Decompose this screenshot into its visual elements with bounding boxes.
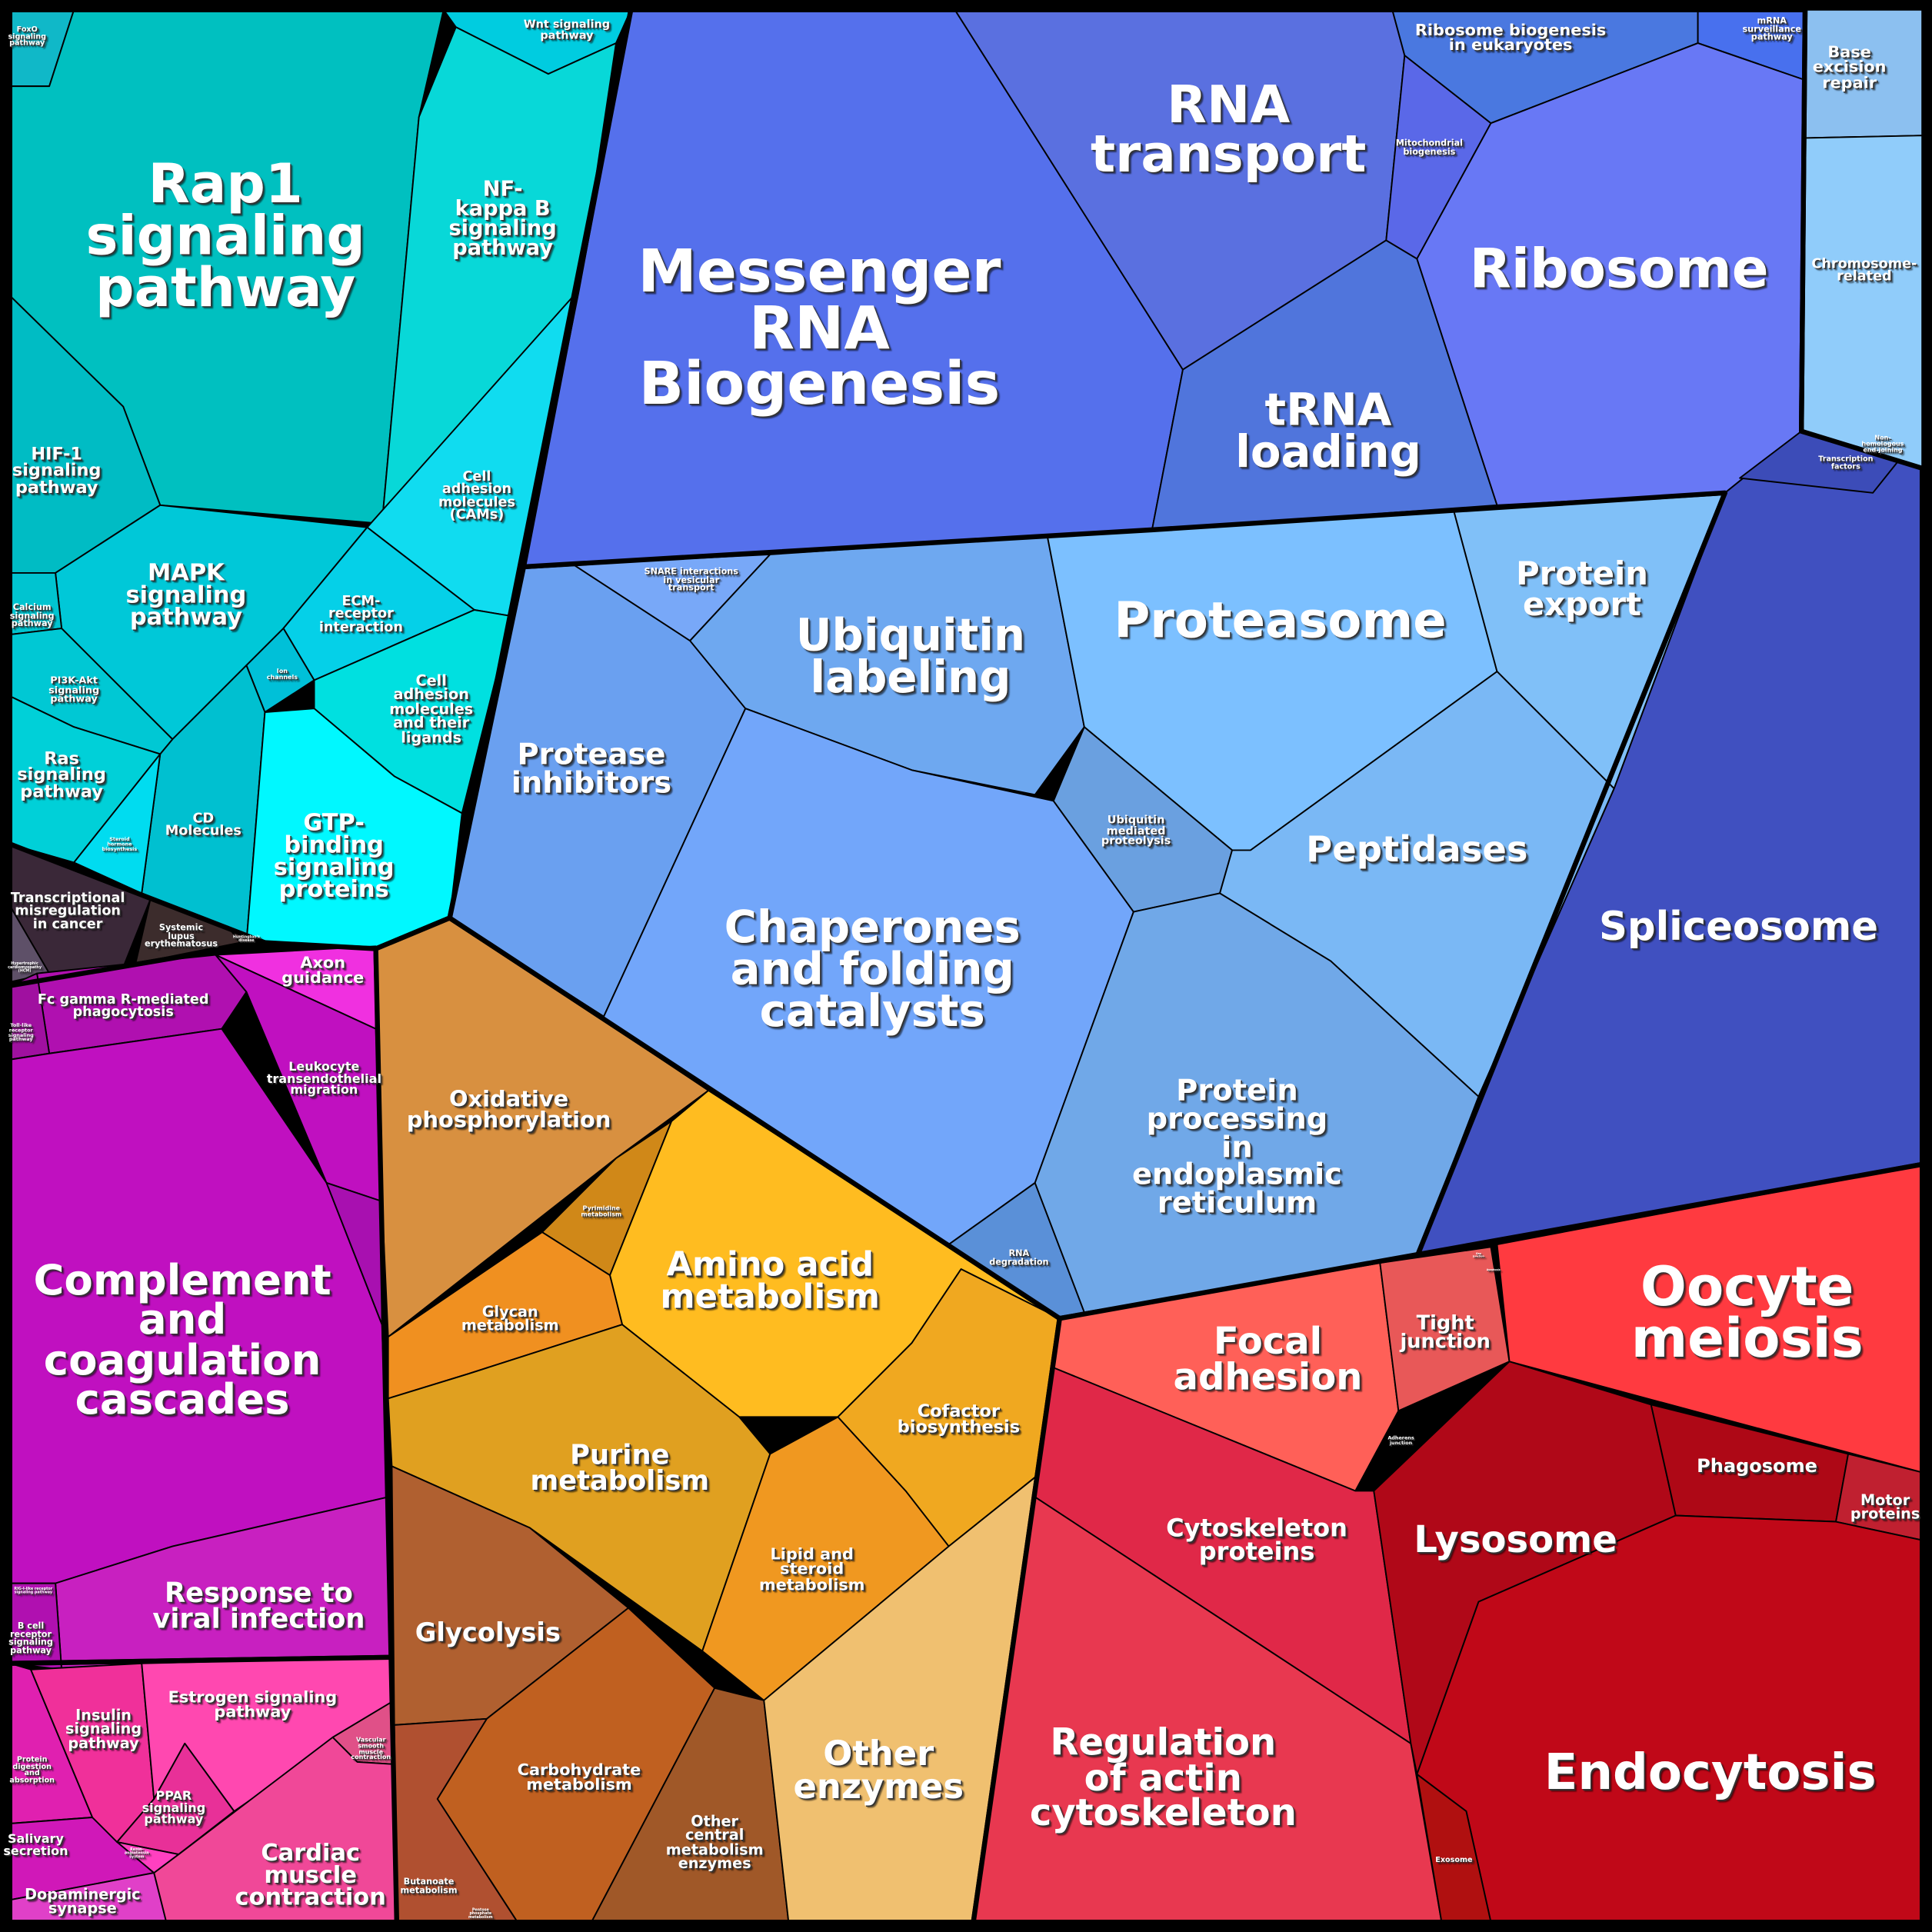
label-gap: Gap junction <box>1473 1253 1484 1258</box>
label-spliceosome: Spliceosome <box>1598 902 1879 950</box>
label-export: Protein export <box>1516 556 1648 624</box>
label-butanoate: Butanoate metabolism <box>400 1877 458 1895</box>
label-hif1: HIF-1 signaling pathway <box>12 445 102 498</box>
label-exosome: Exosome <box>1435 1855 1473 1865</box>
label-chaperones: Chaperones and folding catalysts <box>724 902 1021 1038</box>
label-focal: Focal adhesion <box>1173 1320 1363 1399</box>
label-surveillance: mRNA surveillance pathway <box>1742 15 1801 42</box>
label-cams: Cell adhesion molecules (CAMs) <box>438 468 515 523</box>
label-mapk: MAPK signaling pathway <box>125 559 247 631</box>
label-lipid: Lipid and steroid metabolism <box>759 1545 865 1595</box>
label-lysosome: Lysosome <box>1414 1518 1617 1562</box>
label-tolllike: Toll-like receptor signaling pathway <box>8 1021 34 1043</box>
label-cardiac: Cardiac muscle contraction <box>235 1839 386 1911</box>
label-adherens: Adherens junction <box>1387 1434 1414 1446</box>
label-cam-ligands: Cell adhesion molecules and their ligand… <box>389 671 474 746</box>
label-mrna: Messenger RNA Biogenesis <box>638 237 1001 419</box>
label-endocytosis: Endocytosis <box>1544 1744 1877 1802</box>
label-pi3k: PI3K-Akt signaling pathway <box>48 675 100 705</box>
label-ecm: ECM- receptor interaction <box>318 593 403 635</box>
label-steroid: Steroid hormone biosynthesis <box>102 835 138 851</box>
label-otherenzymes: Other enzymes <box>793 1733 964 1807</box>
label-ion: Ion channels <box>266 668 298 681</box>
label-lupus: Systemic lupus erythematosus <box>144 922 218 950</box>
label-wnt: Wnt signaling pathway <box>523 18 611 42</box>
label-transcriptional: Transcriptional misregulation in cancer <box>10 890 125 932</box>
label-nhej: Non-homologous end-joining <box>1861 435 1904 455</box>
label-huntington: Huntington's disease <box>232 934 260 943</box>
label-glycan: Glycan metabolism <box>461 1303 559 1335</box>
label-viral: Response to viral infection <box>152 1578 365 1635</box>
group-cellular-border <box>971 1161 1925 1925</box>
label-trna: tRNA loading <box>1235 385 1421 478</box>
cell-steroid[interactable] <box>73 753 162 894</box>
label-cofactor: Cofactor biosynthesis <box>897 1401 1021 1438</box>
label-motor: Motor proteins <box>1850 1491 1920 1524</box>
label-chromosome: Chromosome- related <box>1811 255 1917 285</box>
label-rap1: Rap1 signaling pathway <box>85 153 365 319</box>
label-pyrimidine: Pyrimidine metabolism <box>581 1205 622 1219</box>
label-ubimed: Ubiquitin mediated proteolysis <box>1101 814 1171 848</box>
label-cytoskeleton: Cytoskeleton proteins <box>1166 1513 1348 1567</box>
label-ubiquitin: Ubiquitin labeling <box>795 611 1026 704</box>
label-bcell: B cell receptor signaling pathway <box>8 1621 53 1656</box>
label-insulin: Insulin signaling pathway <box>65 1706 142 1752</box>
label-actin: Regulation of actin cytoskeleton <box>1029 1721 1297 1835</box>
label-vascular: Vascular smooth muscle contraction <box>351 1737 391 1762</box>
label-oxidative: Oxidative phosphorylation <box>406 1086 611 1134</box>
label-hcm: Hypertrophic cardiomyopathy (HCM) <box>8 961 42 973</box>
label-ribosome: Ribosome <box>1469 238 1769 301</box>
divider-chromosome <box>1798 9 1808 431</box>
label-proteasome: Proteasome <box>1114 592 1447 650</box>
label-glycolysis: Glycolysis <box>415 1617 561 1647</box>
label-peptidases: Peptidases <box>1306 828 1528 871</box>
label-snare: SNARE interactions in vesicular transpor… <box>644 567 738 594</box>
label-cd: CD Molecules <box>165 810 242 839</box>
label-er: Protein processing in endoplasmic reticu… <box>1131 1073 1342 1221</box>
label-rnatransport: RNA transport <box>1091 74 1367 184</box>
cell-chromosome[interactable] <box>1800 135 1924 469</box>
label-ribobio: Ribosome biogenesis in eukaryotes <box>1414 22 1607 56</box>
label-amino: Amino acid metabolism <box>660 1246 880 1316</box>
label-oocyte: Oocyte meiosis <box>1631 1255 1864 1371</box>
label-phagosome: Phagosome <box>1697 1454 1817 1477</box>
label-rig: RIG-I-like receptor signaling pathway <box>14 1586 53 1595</box>
label-leukocyte: Leukocyte transendothelial migration <box>266 1060 381 1098</box>
label-gtp: GTP- binding signaling proteins <box>273 809 395 904</box>
label-fcgamma: Fc gamma R-mediated phagocytosis <box>37 991 209 1021</box>
label-ber: Base excision repair <box>1812 43 1887 93</box>
label-pentose: Pentose phosphate metabolism <box>468 1907 493 1920</box>
label-axon: Axon guidance <box>281 954 365 988</box>
label-nfkb: NF- kappa B signaling pathway <box>448 177 557 261</box>
label-foxo: FoxO signaling pathway <box>8 25 47 48</box>
label-calcium: Calcium signaling pathway <box>9 602 55 629</box>
label-protdig: Protein digestion and absorption <box>9 1755 55 1785</box>
label-salivary: Salivary secretion <box>3 1833 68 1858</box>
label-protease: Protease inhibitors <box>511 737 672 800</box>
label-ras: Ras signaling pathway <box>17 749 106 802</box>
label-estrogen: Estrogen signaling pathway <box>168 1688 338 1723</box>
label-tight: Tight junction <box>1400 1311 1491 1354</box>
label-ppar: PPAR signaling pathway <box>142 1790 206 1827</box>
label-rnadeg: RNA degradation <box>989 1248 1049 1267</box>
label-carbohydrate: Carbohydrate metabolism <box>517 1761 641 1796</box>
label-othercentral: Other central metabolism enzymes <box>665 1812 764 1873</box>
label-mito: Mitochondrial biogenesis <box>1395 138 1463 157</box>
label-complement: Complement and coagulation cascades <box>33 1256 331 1425</box>
label-dopaminergic: Dopaminergic synapse <box>25 1886 141 1917</box>
label-purine: Purine metabolism <box>530 1440 710 1497</box>
label-renin: Renin- angiotensin system <box>124 1847 149 1859</box>
label-apoptosis: Apoptosis <box>1486 1269 1501 1272</box>
label-tf: Transcription factors <box>1818 455 1874 471</box>
